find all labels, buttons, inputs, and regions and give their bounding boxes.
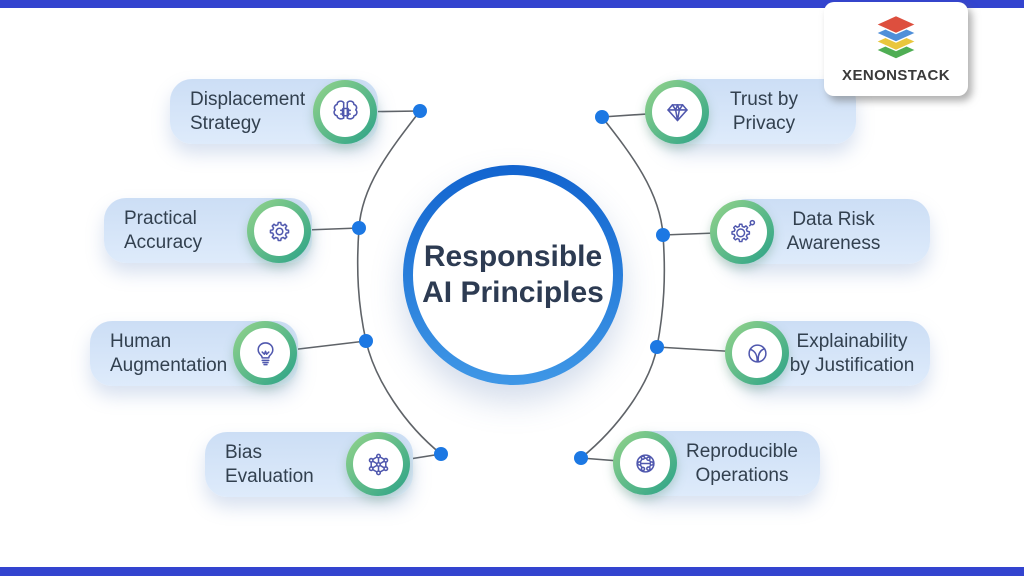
pill-label: Practical: [124, 207, 197, 229]
pill-label: Strategy: [190, 112, 261, 134]
center-title-line1: Responsible: [423, 240, 603, 273]
pill-label: Operations: [695, 464, 789, 486]
icon-badge-displacement-strategy: [313, 80, 377, 144]
sphere-icon: [747, 343, 767, 363]
icon-badge-bias-evaluation: [346, 432, 410, 496]
bottom-border-bar: [0, 567, 1024, 576]
pill-label: Trust by: [730, 88, 798, 110]
pill-label: Evaluation: [225, 465, 314, 487]
right-arc: [580, 116, 666, 459]
gear-key-icon: [730, 219, 755, 242]
pill-label: Human: [110, 330, 172, 352]
pill-label: Accuracy: [124, 231, 203, 253]
pill-label: Privacy: [732, 112, 796, 134]
center-title-line2: AI Principles: [422, 276, 604, 309]
lightbulb-icon: [256, 341, 274, 365]
center-circle: Responsible AI Principles: [403, 165, 623, 385]
connector-dots: [352, 104, 670, 465]
pill-label: by Justification: [789, 354, 915, 376]
pill-label: Augmentation: [110, 354, 228, 376]
brand-name: XENONSTACK: [842, 67, 950, 84]
icon-badge-data-risk-awareness: [710, 200, 774, 264]
layer-stack-icon: [874, 14, 918, 60]
icon-badge-practical-accuracy: [247, 199, 311, 263]
pill-label: Reproducible: [686, 440, 798, 462]
logo-card: XENONSTACK: [824, 2, 968, 96]
pill-label: Displacement: [190, 88, 306, 110]
icon-badge-explainability-by-justification: [725, 321, 789, 385]
network-hexagon-icon: [368, 453, 388, 475]
left-arc: [356, 110, 442, 455]
top-border-bar: [0, 0, 1024, 8]
pill-label: Explainability: [796, 330, 908, 352]
diamond-icon: [666, 103, 688, 121]
brain-chip-icon: [332, 99, 358, 120]
icon-badge-trust-by-privacy: [645, 80, 709, 144]
gear-icon: [269, 221, 289, 241]
center-title: Responsible AI Principles: [413, 175, 613, 375]
pill-label: Data Risk: [792, 208, 875, 230]
icon-badge-reproducible-operations: [613, 431, 677, 495]
network-circle-icon: [635, 453, 655, 473]
pill-label: Awareness: [786, 232, 881, 254]
pill-label: Bias: [225, 441, 262, 463]
icon-badge-human-augmentation: [233, 321, 297, 385]
